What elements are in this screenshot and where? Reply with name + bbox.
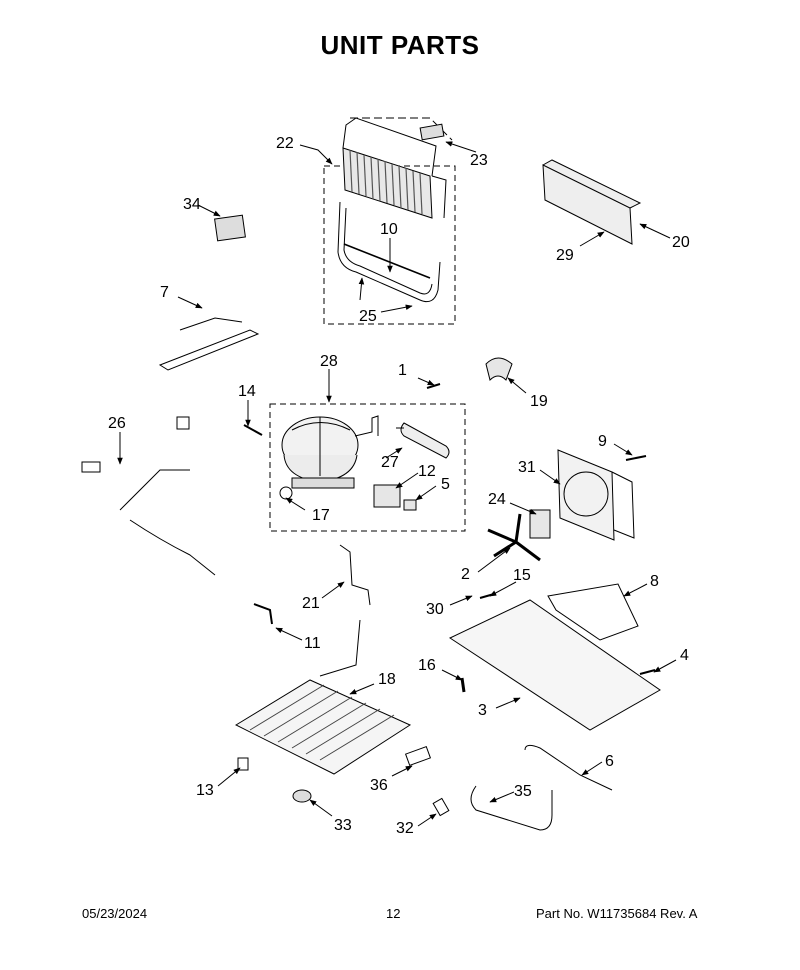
part-32 [432, 797, 450, 817]
callout-4: 4 [680, 647, 689, 664]
callout-leaders [117, 141, 677, 827]
bracket-14 [243, 424, 263, 436]
harness-26 [81, 461, 216, 576]
callout-9: 9 [598, 433, 607, 450]
tube-21 [339, 544, 371, 606]
screw-1 [426, 383, 441, 389]
callout-30: 30 [426, 601, 444, 618]
heater-loop-10 [337, 201, 441, 303]
compressor-dashed-box [269, 403, 466, 532]
callout-19: 19 [530, 393, 548, 410]
callout-1: 1 [398, 362, 407, 379]
callout-15: 15 [513, 567, 531, 584]
callout-31: 31 [518, 459, 536, 476]
callout-3: 3 [478, 702, 487, 719]
callout-12: 12 [418, 463, 436, 480]
pad-34 [214, 214, 246, 242]
bracket-8 [547, 583, 639, 641]
callout-33: 33 [334, 817, 352, 834]
callout-29: 29 [556, 247, 574, 264]
callout-5: 5 [441, 476, 450, 493]
harness-26-plug [176, 416, 190, 430]
clip-13 [237, 757, 249, 771]
callout-10: 10 [380, 221, 398, 238]
footer-date: 05/23/2024 [82, 906, 148, 921]
condenser-18 [234, 619, 412, 775]
callout-32: 32 [396, 820, 414, 837]
drier-27 [396, 422, 450, 459]
screw-16 [460, 677, 466, 693]
compressor [281, 415, 379, 489]
clip-11 [253, 603, 273, 625]
tube-35 [470, 785, 553, 831]
callout-11: 11 [304, 635, 321, 652]
callout-20: 20 [672, 234, 690, 251]
callout-7: 7 [160, 284, 169, 301]
relay-12 [373, 484, 401, 508]
foil-tape-23 [419, 123, 445, 141]
harness-7 [158, 317, 260, 371]
screw-4 [639, 669, 656, 675]
callout-36: 36 [370, 777, 388, 794]
callout-21: 21 [302, 595, 320, 612]
callout-24: 24 [488, 491, 506, 508]
callout-numbers: 1 2 3 4 5 6 7 8 9 10 11 12 13 14 15 16 1… [108, 135, 690, 837]
footer-page-number: 12 [386, 906, 401, 921]
callout-16: 16 [418, 657, 436, 674]
callout-2: 2 [461, 566, 470, 583]
page-title: UNIT PARTS [320, 30, 480, 60]
misc-parts [81, 159, 661, 831]
callout-17: 17 [312, 507, 330, 524]
callout-25: 25 [359, 308, 377, 325]
callout-27: 27 [381, 454, 399, 471]
callout-28: 28 [320, 353, 338, 370]
callout-23: 23 [470, 152, 488, 169]
capacitor-5 [403, 499, 417, 511]
callout-8: 8 [650, 573, 659, 590]
callout-34: 34 [183, 196, 201, 213]
base-plate-3 [448, 599, 661, 731]
compressor-group [269, 383, 466, 532]
callout-13: 13 [196, 782, 214, 799]
clip-19 [485, 357, 513, 381]
fan-shroud-31 [557, 449, 635, 541]
callout-22: 22 [276, 135, 294, 152]
duct-20 [542, 159, 642, 245]
callout-35: 35 [514, 783, 532, 800]
tube-36 [404, 745, 432, 767]
fan-motor-24 [529, 509, 551, 539]
grommet-17 [279, 486, 293, 500]
evaporator-coil [342, 117, 447, 219]
callout-6: 6 [605, 753, 614, 770]
valve-33 [292, 789, 312, 803]
callout-18: 18 [378, 671, 396, 688]
callout-14: 14 [238, 383, 256, 400]
evaporator-group [323, 117, 456, 325]
footer-part-number: Part No. W11735684 Rev. A [536, 906, 698, 921]
screw-9 [625, 455, 647, 461]
callout-26: 26 [108, 415, 126, 432]
tube-6 [524, 744, 613, 791]
